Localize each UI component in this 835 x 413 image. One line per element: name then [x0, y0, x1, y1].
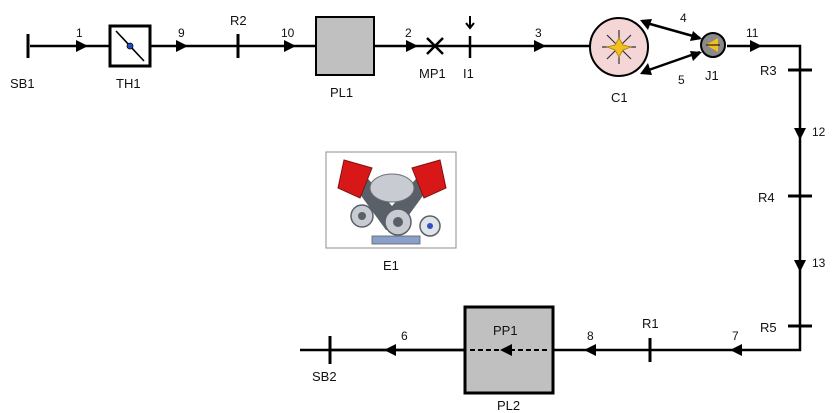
restrictor-r5[interactable]: R5	[760, 320, 812, 335]
restrictor-r4[interactable]: R4	[758, 190, 812, 205]
boundary-sb2[interactable]: SB2	[312, 336, 337, 384]
label-th1: TH1	[116, 76, 141, 91]
arrow-2	[406, 40, 418, 52]
flow-label-2: 2	[405, 26, 412, 40]
flow-label-5: 5	[678, 73, 685, 87]
arrow-11	[750, 40, 762, 52]
plenum-icon	[315, 16, 375, 76]
label-pp1: PP1	[493, 323, 518, 338]
label-r1: R1	[642, 316, 659, 331]
arrow-4	[640, 19, 652, 30]
flow-label-13: 13	[812, 256, 826, 270]
label-j1: J1	[705, 68, 719, 83]
monitor-point-icon	[426, 37, 444, 55]
throttle-th1[interactable]: TH1	[108, 24, 152, 91]
engine-e1[interactable]: E1	[325, 151, 457, 273]
boundary-sb1[interactable]: SB1	[10, 34, 35, 91]
injector-i1[interactable]: I1	[463, 16, 475, 81]
flow-label-1: 1	[76, 26, 83, 40]
label-sb1: SB1	[10, 76, 35, 91]
flow-label-6: 6	[401, 329, 408, 343]
arrow-8	[584, 344, 596, 356]
arrow-1	[76, 40, 88, 52]
label-pl2: PL2	[497, 398, 520, 413]
flow-arrows	[76, 19, 806, 356]
flow-label-7: 7	[732, 329, 739, 343]
arrow-4b	[690, 31, 702, 41]
restrictor-r1[interactable]: R1	[642, 316, 659, 362]
junction-icon	[700, 32, 726, 58]
junction-j1[interactable]: J1	[700, 32, 726, 83]
arrow-3	[534, 40, 546, 52]
flow-label-10: 10	[281, 26, 295, 40]
flow-label-3: 3	[535, 26, 542, 40]
arrow-9	[176, 40, 188, 52]
flow-label-4: 4	[680, 11, 687, 25]
label-r4: R4	[758, 190, 775, 205]
compressor-c1[interactable]: C1	[589, 17, 649, 105]
engine-icon	[325, 151, 457, 249]
flow-label-12: 12	[812, 125, 826, 139]
restrictor-r2[interactable]: R2	[230, 13, 247, 58]
arrow-13	[794, 260, 806, 272]
arrow-5	[640, 63, 652, 75]
label-r2: R2	[230, 13, 247, 28]
line-c1-j1-5	[642, 50, 701, 74]
throttle-icon	[108, 24, 152, 68]
flow-label-9: 9	[178, 26, 185, 40]
arrow-7	[730, 344, 742, 356]
monitor-point-mp1[interactable]: MP1	[419, 37, 446, 81]
label-i1: I1	[463, 66, 474, 81]
injector-icon	[465, 16, 475, 58]
restrictor-r3[interactable]: R3	[760, 63, 812, 78]
label-mp1: MP1	[419, 66, 446, 81]
arrow-6	[384, 344, 396, 356]
label-r3: R3	[760, 63, 777, 78]
arrow-10	[284, 40, 296, 52]
label-sb2: SB2	[312, 369, 337, 384]
flow-label-8: 8	[587, 329, 594, 343]
plenum-pl1[interactable]: PL1	[315, 16, 375, 100]
arrow-5b	[690, 51, 702, 61]
label-r5: R5	[760, 320, 777, 335]
compressor-icon	[589, 17, 649, 77]
label-pl1: PL1	[330, 85, 353, 100]
flow-path-labels: 1 9 10 2 3 4 5 11 12 13 7 8 6	[76, 11, 826, 343]
label-c1: C1	[611, 90, 628, 105]
plenum-pl2[interactable]: PP1 PL2	[463, 305, 555, 413]
pipe-pp1-arrow	[500, 344, 512, 356]
label-e1: E1	[383, 258, 399, 273]
line-c1-j1-4	[642, 20, 701, 40]
arrow-12	[794, 128, 806, 140]
flow-label-11: 11	[746, 26, 759, 40]
